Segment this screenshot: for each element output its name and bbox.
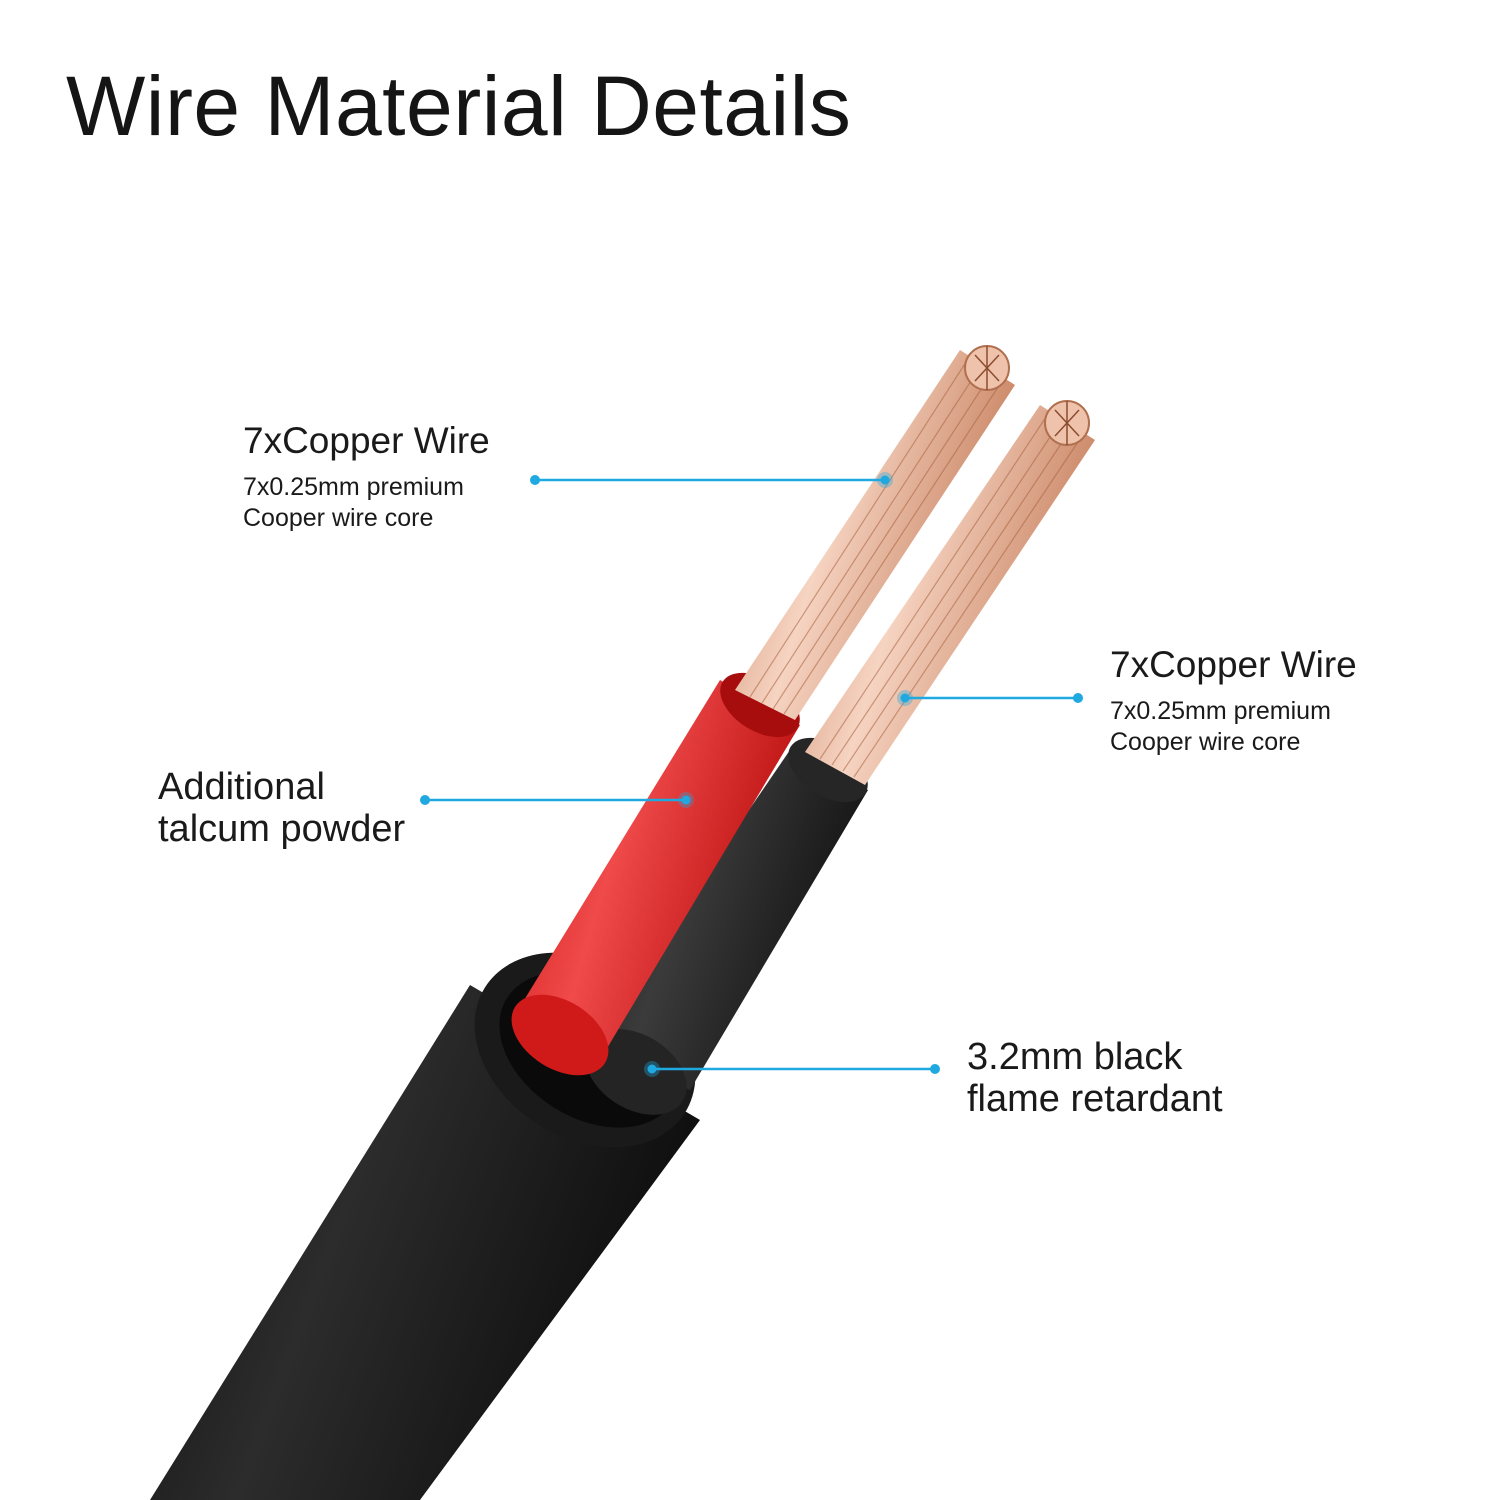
copper-strands-right xyxy=(805,400,1095,785)
callout-dot xyxy=(900,693,910,703)
label-copper-wire-right-desc: 7x0.25mm premium Cooper wire core xyxy=(1110,696,1357,758)
callout-talcum xyxy=(420,792,694,808)
label-copper-wire-left-desc-line1: 7x0.25mm premium xyxy=(243,473,464,501)
callout-dot xyxy=(681,795,691,805)
page-title: Wire Material Details xyxy=(66,59,852,153)
callout-dot xyxy=(530,475,540,485)
label-sheath: 3.2mm black flame retardant xyxy=(967,1036,1223,1120)
callout-copper-left xyxy=(530,472,893,488)
label-copper-wire-right-title: 7xCopper Wire xyxy=(1110,644,1357,685)
label-copper-wire-left-desc: 7x0.25mm premium Cooper wire core xyxy=(243,472,490,534)
label-sheath-line2: flame retardant xyxy=(967,1078,1223,1120)
label-sheath-line1: 3.2mm black xyxy=(967,1036,1183,1078)
label-copper-wire-right: 7xCopper Wire 7x0.25mm premium Cooper wi… xyxy=(1110,644,1357,758)
label-copper-wire-left-desc-line2: Cooper wire core xyxy=(243,504,434,532)
label-copper-wire-right-desc-line1: 7x0.25mm premium xyxy=(1110,697,1331,725)
label-copper-wire-left-title: 7xCopper Wire xyxy=(243,420,490,461)
callout-dot xyxy=(647,1064,657,1074)
label-talcum-line2: talcum powder xyxy=(158,808,406,850)
label-talcum-line1: Additional xyxy=(158,766,325,808)
callout-dot xyxy=(1073,693,1083,703)
callout-sheath xyxy=(644,1061,940,1077)
callout-copper-right xyxy=(897,690,1083,706)
label-copper-wire-right-desc-line2: Cooper wire core xyxy=(1110,728,1301,756)
callout-dot xyxy=(880,475,890,485)
callout-dot xyxy=(930,1064,940,1074)
callout-dot xyxy=(420,795,430,805)
copper-strands-left xyxy=(735,345,1015,720)
black-insulated-conductor xyxy=(585,737,868,1115)
label-talcum: Additional talcum powder xyxy=(158,766,405,850)
label-copper-wire-left: 7xCopper Wire 7x0.25mm premium Cooper wi… xyxy=(243,420,490,534)
